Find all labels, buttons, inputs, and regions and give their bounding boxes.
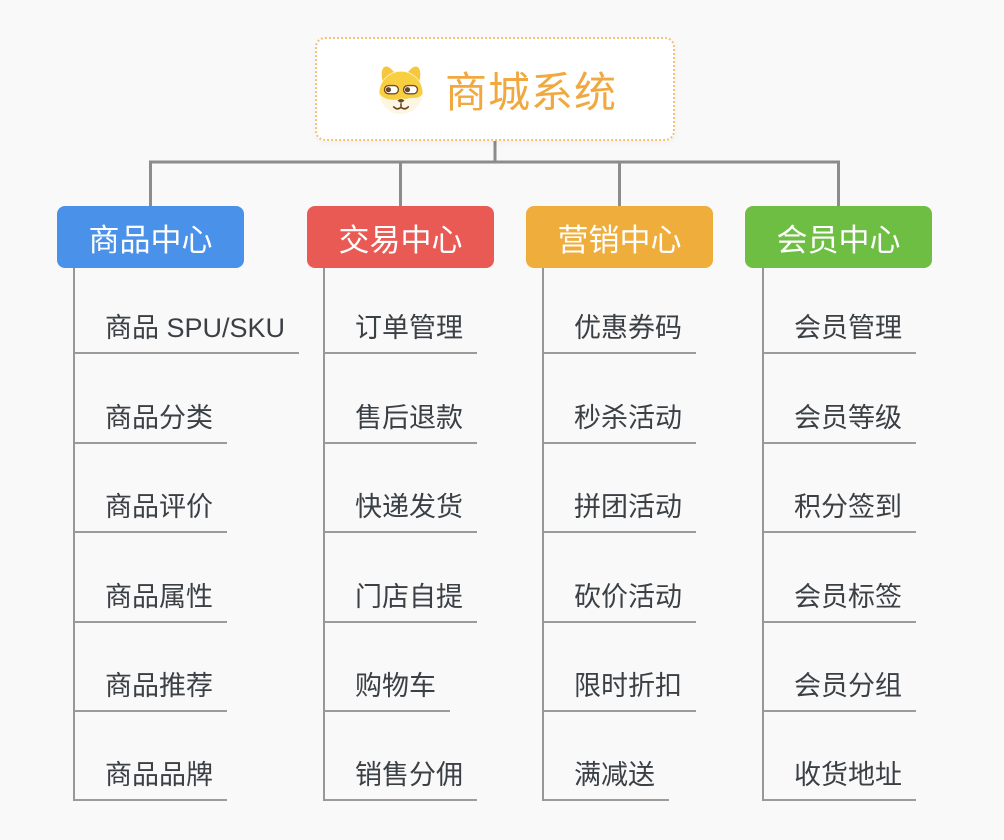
item-node[interactable]: 快递发货 <box>325 491 477 533</box>
branch-label: 商品中心 <box>88 222 213 258</box>
branch-marketing-center[interactable]: 营销中心 <box>526 206 713 268</box>
item-node[interactable]: 会员管理 <box>764 312 916 354</box>
item-node[interactable]: 砍价活动 <box>544 581 696 623</box>
item-node[interactable]: 销售分佣 <box>325 759 477 801</box>
item-node[interactable]: 收货地址 <box>764 759 916 801</box>
item-node[interactable]: 积分签到 <box>764 491 916 533</box>
item-node[interactable]: 商品属性 <box>75 581 227 623</box>
item-node[interactable]: 商品 SPU/SKU <box>75 312 300 354</box>
item-node[interactable]: 商品推荐 <box>75 670 227 712</box>
item-node[interactable]: 秒杀活动 <box>544 402 696 444</box>
branch-marketing-center-items: 优惠券码 秒杀活动 拼团活动 砍价活动 限时折扣 满减送 <box>542 268 696 801</box>
item-node[interactable]: 满减送 <box>544 759 669 801</box>
item-node[interactable]: 商品品牌 <box>75 759 227 801</box>
branch-label: 会员中心 <box>776 222 901 258</box>
item-node[interactable]: 会员标签 <box>764 581 916 623</box>
item-node[interactable]: 会员分组 <box>764 670 916 712</box>
root-node-label: 商城系统 <box>444 68 617 116</box>
branch-product-center[interactable]: 商品中心 <box>57 206 244 268</box>
item-node[interactable]: 会员等级 <box>764 402 916 444</box>
item-node[interactable]: 限时折扣 <box>544 670 696 712</box>
item-node[interactable]: 商品分类 <box>75 402 227 444</box>
item-node[interactable]: 售后退款 <box>325 402 477 444</box>
item-node[interactable]: 门店自提 <box>325 581 477 623</box>
branch-member-center[interactable]: 会员中心 <box>745 206 932 268</box>
item-node[interactable]: 优惠券码 <box>544 312 696 354</box>
branch-trade-center-items: 订单管理 售后退款 快递发货 门店自提 购物车 销售分佣 <box>323 268 477 801</box>
item-node[interactable]: 订单管理 <box>325 312 477 354</box>
dog-face-icon <box>379 66 423 115</box>
root-node[interactable]: 商城系统 <box>315 37 675 141</box>
branch-member-center-items: 会员管理 会员等级 积分签到 会员标签 会员分组 收货地址 <box>762 268 916 801</box>
branch-product-center-items: 商品 SPU/SKU 商品分类 商品评价 商品属性 商品推荐 商品品牌 <box>73 268 300 801</box>
branch-label: 营销中心 <box>557 222 682 258</box>
item-node[interactable]: 拼团活动 <box>544 491 696 533</box>
branch-trade-center[interactable]: 交易中心 <box>307 206 494 268</box>
item-node[interactable]: 购物车 <box>325 670 450 712</box>
item-node[interactable]: 商品评价 <box>75 491 227 533</box>
branch-label: 交易中心 <box>338 222 463 258</box>
